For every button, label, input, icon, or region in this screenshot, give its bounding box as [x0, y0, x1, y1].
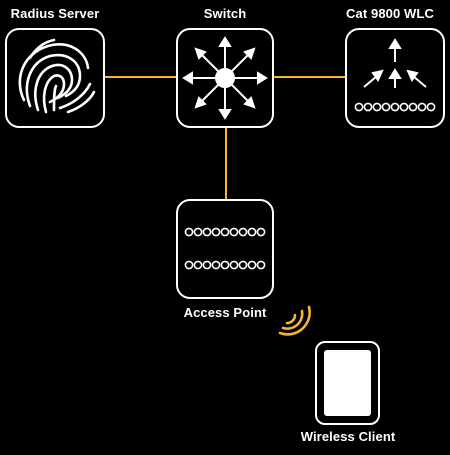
radius-server-box — [5, 28, 105, 128]
wlc-label: Cat 9800 WLC — [346, 6, 434, 21]
wlc-ports — [354, 102, 436, 112]
access-point-box — [176, 199, 274, 299]
access-point-label: Access Point — [183, 305, 267, 320]
fingerprint-icon — [18, 38, 96, 114]
wlc-node — [345, 28, 445, 128]
tablet-icon — [315, 341, 380, 425]
radius-server-node — [5, 28, 105, 128]
tablet-screen — [324, 350, 371, 416]
switch-label: Switch — [203, 6, 247, 21]
wireless-client-node — [315, 341, 380, 425]
links — [105, 76, 346, 200]
radius-server-label: Radius Server — [10, 6, 100, 21]
switch-box — [176, 28, 274, 128]
switch-arrows-icon — [182, 36, 268, 120]
wlc-controller-icon — [363, 38, 427, 88]
access-point-node — [176, 199, 274, 299]
access-point-icon — [184, 227, 266, 270]
wifi-signal-icon — [278, 305, 311, 336]
switch-node — [176, 28, 274, 128]
wlc-box — [345, 28, 445, 128]
wireless-client-label: Wireless Client — [300, 429, 396, 444]
